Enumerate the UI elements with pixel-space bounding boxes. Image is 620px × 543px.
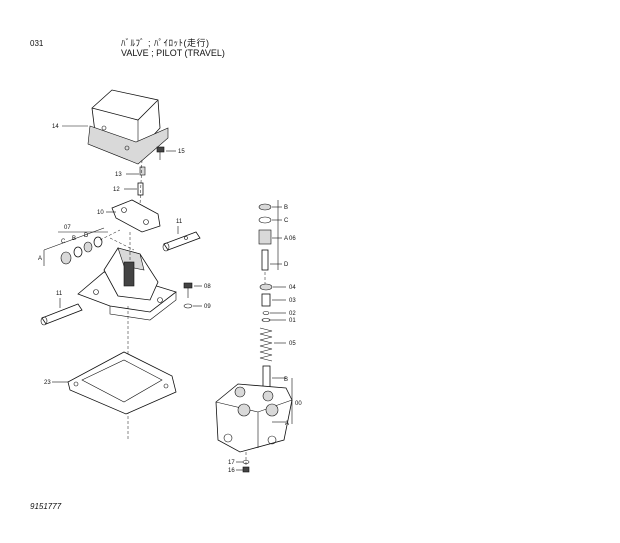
screw-08 (183, 282, 193, 298)
callout-11-upper: 11 (176, 219, 183, 225)
bolt-15 (156, 146, 165, 160)
callout-B-lower: B (284, 377, 288, 383)
title-japanese: ﾊﾞﾙﾌﾞ ; ﾊﾟｲﾛｯﾄ(走行) (121, 38, 210, 48)
gasket-23 (67, 351, 177, 415)
plug-16 (242, 466, 250, 473)
callout-D-right: D (284, 262, 289, 268)
callout-23: 23 (44, 380, 51, 386)
pin-12 (137, 182, 144, 196)
callout-03: 03 (289, 298, 296, 304)
callout-D: D (84, 233, 89, 239)
callout-02: 02 (289, 311, 296, 317)
drawing-code: 9151777 (30, 502, 62, 511)
part-04 (259, 283, 273, 291)
callout-01: 01 (289, 318, 296, 324)
callout-12: 12 (113, 187, 120, 193)
part-03 (261, 293, 271, 307)
casing-body (77, 247, 177, 321)
callout-A: A (38, 256, 42, 262)
callout-13: 13 (115, 172, 122, 178)
callout-14: 14 (52, 124, 59, 130)
pin-13 (139, 166, 146, 176)
valve-body-00 (215, 365, 293, 453)
spool-group-06 (258, 203, 272, 271)
cam-plate-10 (111, 199, 161, 233)
callout-11-lower: 11 (56, 291, 63, 297)
callout-07: 07 (64, 225, 71, 231)
callout-10: 10 (97, 210, 104, 216)
title-english: VALVE ; PILOT (TRAVEL) (121, 48, 225, 58)
washer-09 (183, 303, 193, 309)
callout-04: 04 (289, 285, 296, 291)
shaft-11-upper (162, 231, 201, 252)
callout-08: 08 (204, 284, 211, 290)
shaft-11-lower (40, 303, 83, 326)
callout-C-right: C (284, 218, 289, 224)
part-02 (262, 311, 270, 315)
callout-C: C (61, 239, 66, 245)
callout-17: 17 (228, 460, 235, 466)
page-code: 031 (30, 39, 44, 48)
callout-15: 15 (178, 149, 185, 155)
callout-09: 09 (204, 304, 211, 310)
part-01 (261, 318, 271, 322)
spring-05 (259, 327, 273, 362)
callout-16: 16 (228, 468, 235, 474)
callout-B-right: B (284, 205, 288, 211)
callout-A-right: A (284, 236, 288, 242)
cover-part (87, 89, 169, 165)
callout-05: 05 (289, 341, 296, 347)
callout-00: 00 (295, 401, 302, 407)
plunger-set-07 (60, 236, 103, 265)
callout-06: 06 (289, 236, 296, 242)
callout-A-lower: A (285, 421, 289, 427)
